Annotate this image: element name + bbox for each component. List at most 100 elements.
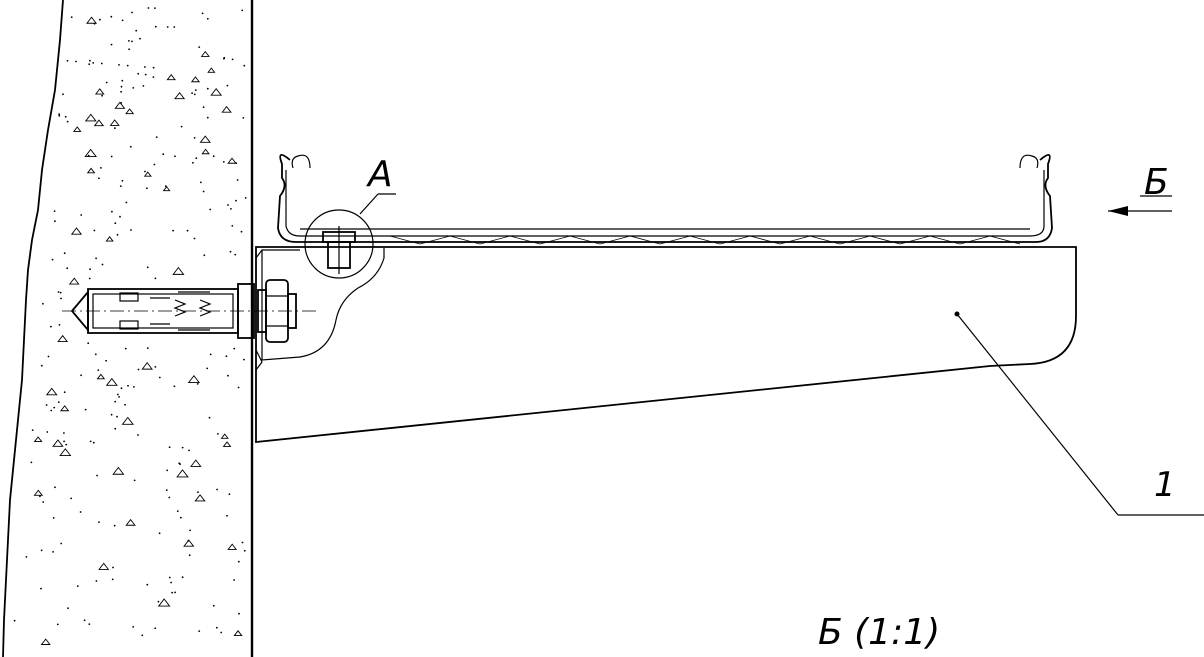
concrete-dot	[153, 163, 156, 166]
concrete-dot	[168, 496, 171, 499]
concrete-dot	[234, 253, 237, 256]
concrete-dot	[116, 233, 119, 236]
aggregate-triangle	[194, 494, 206, 502]
concrete-dot	[209, 353, 212, 356]
concrete-dot	[119, 185, 122, 188]
concrete-dot	[192, 161, 194, 164]
aggregate-triangle	[94, 88, 105, 95]
concrete-dot	[240, 230, 243, 233]
concrete-dot	[235, 199, 237, 202]
concrete-dot	[117, 393, 119, 396]
concrete-dot	[60, 297, 62, 300]
concrete-dot	[92, 62, 95, 64]
concrete-dot	[154, 277, 157, 280]
concrete-dot	[13, 619, 16, 622]
aggregate-triangle	[114, 101, 126, 109]
concrete-dot	[40, 364, 43, 367]
concrete-dot	[110, 15, 113, 18]
concrete-dot	[42, 302, 44, 305]
concrete-dot	[59, 291, 62, 294]
concrete-dot	[116, 415, 118, 418]
concrete-dot	[63, 440, 65, 443]
concrete-dot	[130, 229, 132, 231]
concrete-dot	[89, 59, 91, 62]
aggregate-triangle	[105, 236, 114, 242]
concrete-dot	[87, 342, 90, 345]
concrete-dot	[226, 84, 229, 87]
concrete-dot	[39, 495, 41, 498]
aggregate-triangle	[221, 105, 232, 113]
concrete-dot	[52, 517, 55, 519]
concrete-dot	[95, 257, 97, 260]
concrete-dot	[193, 93, 196, 96]
concrete-dot	[121, 79, 124, 82]
concrete-dot	[95, 580, 98, 582]
concrete-dot	[173, 26, 176, 28]
concrete-dot	[121, 179, 124, 182]
concrete-dot	[58, 113, 60, 116]
concrete-dot	[237, 560, 240, 563]
concrete-dot	[206, 87, 209, 90]
concrete-dot	[88, 623, 91, 625]
concrete-dot	[67, 607, 69, 610]
aggregate-triangle	[84, 148, 98, 157]
aggregate-triangle	[52, 439, 64, 447]
concrete-dot	[189, 529, 192, 532]
concrete-dot	[166, 469, 169, 472]
concrete-dot	[226, 514, 228, 517]
concrete-dot	[212, 604, 215, 607]
concrete-dot	[144, 73, 147, 76]
detail-a-label: А	[366, 154, 393, 195]
aggregate-triangle	[33, 489, 44, 496]
concrete-dot	[146, 266, 149, 269]
concrete-dot	[202, 106, 205, 108]
concrete-dot	[57, 291, 60, 293]
concrete-dot	[139, 37, 141, 40]
aggregate-triangle	[72, 126, 82, 132]
concrete-dot	[132, 87, 135, 89]
concrete-dot	[50, 325, 52, 328]
concrete-dot	[172, 229, 175, 232]
aggregate-triangle	[174, 91, 186, 100]
aggregate-triangle	[183, 539, 195, 547]
aggregate-triangle	[105, 377, 118, 386]
aggregate-triangle	[109, 119, 120, 126]
concrete-dot	[200, 181, 202, 184]
concrete-dot	[83, 619, 86, 622]
aggregate-triangle	[84, 113, 97, 122]
concrete-dot	[206, 17, 209, 20]
concrete-dot	[124, 403, 126, 406]
concrete-dot	[99, 18, 101, 21]
concrete-dot	[233, 347, 236, 350]
concrete-dot	[229, 250, 232, 253]
concrete-dot	[216, 488, 219, 491]
concrete-dot	[202, 190, 205, 193]
concrete-dot	[170, 581, 173, 584]
concrete-dot	[241, 9, 244, 12]
concrete-dot	[174, 155, 176, 158]
concrete-dot	[114, 427, 117, 430]
concrete-dot	[118, 396, 120, 398]
concrete-dot	[157, 600, 160, 603]
concrete-dot	[119, 215, 121, 218]
concrete-dot	[70, 16, 73, 18]
concrete-dot	[101, 94, 103, 97]
aggregate-triangle	[201, 148, 210, 155]
concrete-dot	[146, 187, 148, 190]
concrete-dot	[225, 355, 228, 358]
concrete-dot	[40, 587, 42, 590]
concrete-dot	[125, 201, 128, 204]
concrete-dot	[62, 93, 64, 96]
concrete-dot	[75, 60, 77, 63]
aggregate-triangle	[207, 67, 216, 73]
concrete-dot	[80, 214, 83, 216]
aggregate-triangle	[176, 469, 189, 478]
concrete-dot	[113, 524, 116, 527]
concrete-dot	[118, 64, 120, 66]
concrete-dot	[47, 355, 50, 358]
concrete-dot	[53, 406, 56, 409]
view-title: Б (1:1)	[818, 612, 940, 653]
concrete-hatching	[13, 7, 247, 645]
aggregate-triangle	[220, 433, 229, 439]
concrete-dot	[58, 114, 61, 117]
